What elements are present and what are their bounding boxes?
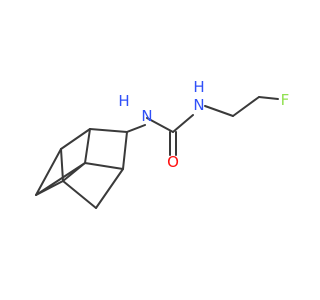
bond	[95, 168, 124, 209]
bond	[60, 148, 64, 182]
bond	[126, 124, 146, 133]
bond	[35, 148, 62, 196]
atom-label-fluorine: F	[281, 91, 290, 109]
atom-labels: N H N H O F	[118, 78, 289, 171]
atom-label-hydrogen-right: H	[193, 78, 204, 96]
atom-label-oxygen: O	[167, 153, 179, 171]
bond	[258, 96, 279, 100]
atom-label-hydrogen-left: H	[118, 92, 129, 110]
molecule-structure: N H N H O F	[35, 78, 289, 209]
bond	[232, 96, 260, 117]
bond	[172, 114, 194, 133]
bond	[204, 105, 234, 117]
bonds	[35, 96, 279, 209]
bond	[84, 162, 124, 170]
atom-label-nitrogen-left: N	[141, 107, 152, 125]
bond	[62, 180, 97, 209]
bond	[146, 117, 174, 133]
bond	[122, 131, 128, 170]
bond	[84, 128, 91, 164]
atom-label-nitrogen-right: N	[193, 96, 204, 114]
bond	[60, 128, 91, 150]
bond	[89, 128, 128, 133]
bond	[35, 162, 86, 196]
